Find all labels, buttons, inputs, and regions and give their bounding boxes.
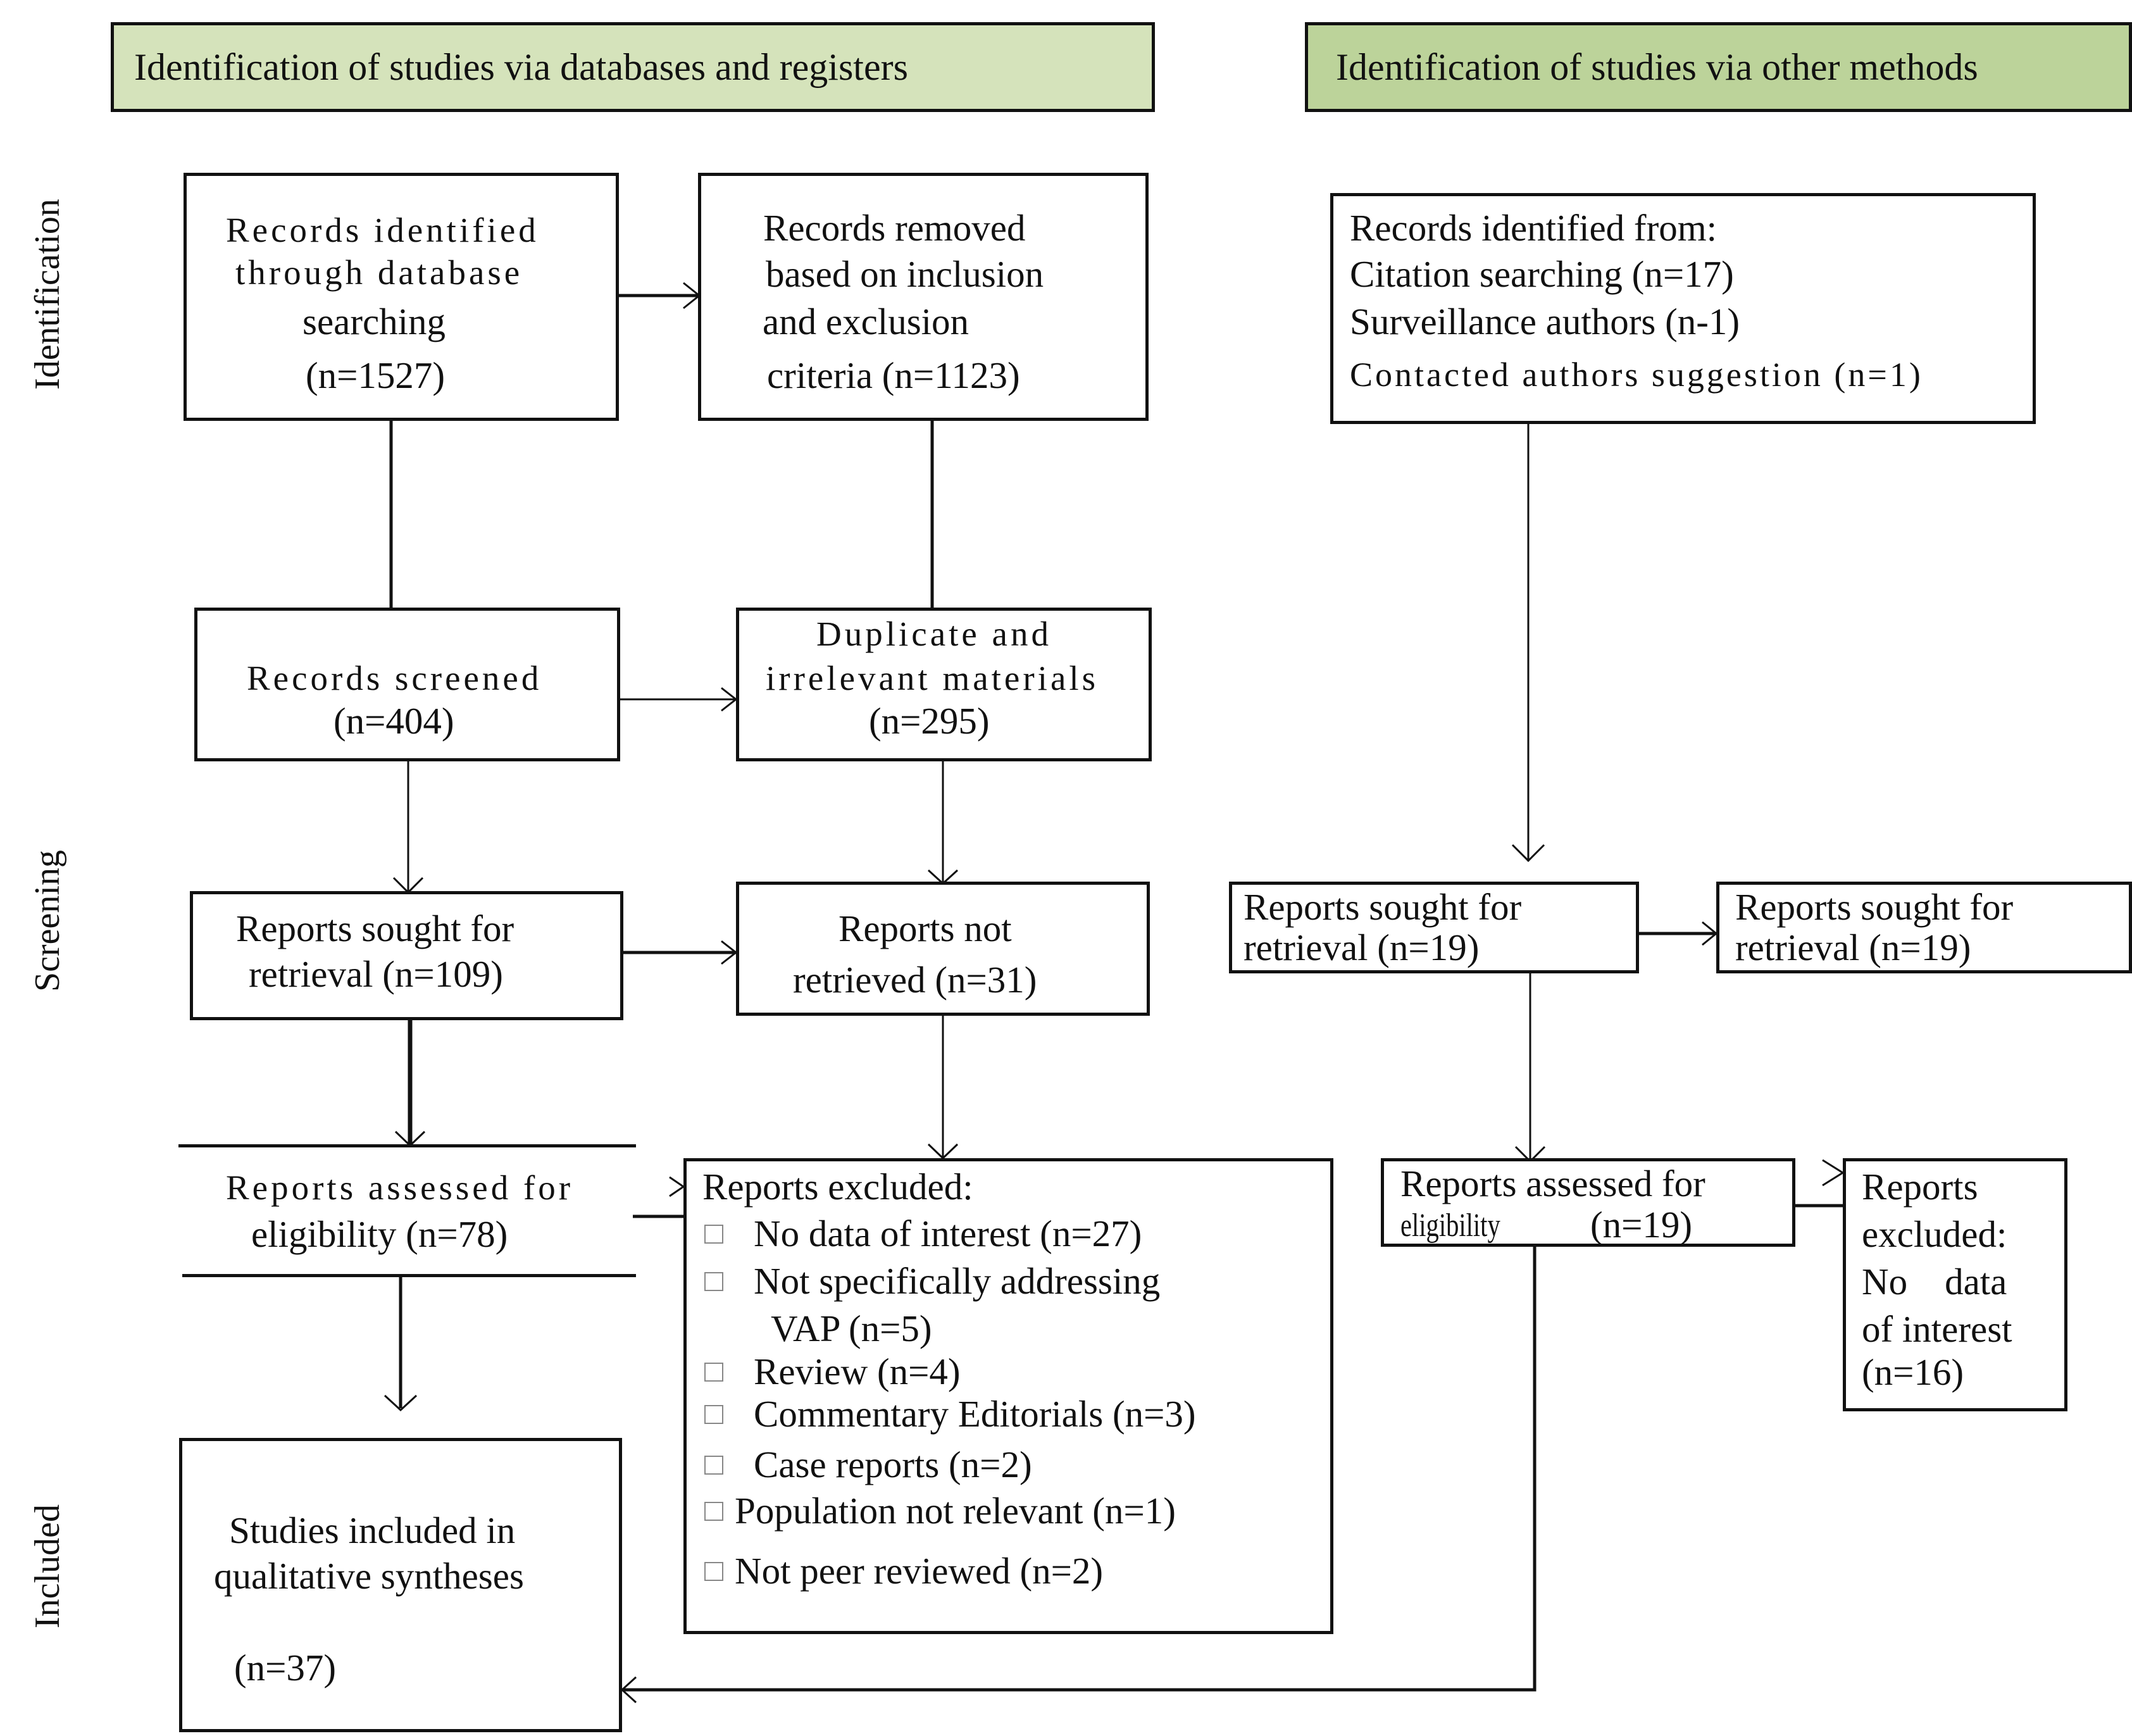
sought-line2: retrieval (n=109)	[249, 953, 503, 995]
box-studies-included	[179, 1438, 622, 1732]
db-identified-count: (n=1527)	[306, 354, 446, 396]
header-other-methods: Identification of studies via other meth…	[1305, 22, 2132, 112]
assessed-top-rule	[178, 1144, 636, 1147]
db-removed-line3: and exclusion	[763, 301, 969, 342]
excluded-item: Not peer reviewed (n=2)	[704, 1549, 1103, 1593]
checkbox-icon	[704, 1561, 723, 1581]
checkbox-icon	[704, 1501, 723, 1521]
screened-count: (n=404)	[334, 700, 454, 742]
other-identified-line1: Records identified from:	[1350, 207, 1717, 249]
screened-label: Records screened	[247, 659, 542, 697]
other-identified-line3: Surveillance authors (n-1)	[1350, 301, 1740, 342]
checkbox-icon	[704, 1271, 723, 1291]
box-records-identified-database	[184, 173, 619, 421]
other-identified-line2: Citation searching (n=17)	[1350, 253, 1734, 295]
other-excluded-line2: excluded:	[1862, 1213, 2007, 1255]
other-excluded-line4: of interest	[1862, 1308, 2012, 1350]
not-retrieved-line2: retrieved (n=31)	[793, 959, 1037, 1001]
not-retrieved-line1: Reports not	[838, 908, 1012, 949]
checkbox-icon	[704, 1404, 723, 1424]
db-removed-line1: Records removed	[763, 207, 1026, 249]
db-removed-line2: based on inclusion	[766, 253, 1044, 295]
db-identified-line3: searching	[302, 301, 446, 342]
box-other-reports-sought	[1229, 882, 1639, 973]
header-other-label: Identification of studies via other meth…	[1336, 46, 1978, 88]
excluded-item: Review (n=4)	[704, 1350, 961, 1394]
other-sought-line2: retrieval (n=19)	[1244, 927, 1480, 968]
other-excluded-line5: (n=16)	[1862, 1351, 1964, 1393]
box-records-removed	[698, 173, 1149, 421]
excluded-item: Not specifically addressing	[704, 1259, 1160, 1303]
other-excluded-line3: No data	[1862, 1261, 2007, 1302]
sought-line1: Reports sought for	[236, 908, 514, 949]
box-reports-not-retrieved	[736, 882, 1150, 1016]
duplicate-line2: irrelevant materials	[766, 659, 1099, 697]
checkbox-icon	[704, 1455, 723, 1475]
excluded-item: Population not relevant (n=1)	[704, 1489, 1176, 1533]
other-assessed-line2b: (n=19)	[1590, 1204, 1693, 1246]
assessed-line1: Reports assessed for	[226, 1168, 574, 1207]
box-records-screened	[194, 608, 620, 761]
checkbox-icon	[704, 1362, 723, 1382]
header-databases-label: Identification of studies via databases …	[134, 46, 908, 88]
box-duplicate-materials	[736, 608, 1152, 761]
assessed-bottom-rule	[182, 1274, 636, 1277]
other-identified-line4: Contacted authors suggestion (n=1)	[1350, 356, 1923, 394]
included-count: (n=37)	[234, 1647, 337, 1689]
excluded-title: Reports excluded:	[702, 1166, 973, 1208]
box-other-reports-assessed	[1381, 1158, 1795, 1247]
checkbox-icon	[704, 1224, 723, 1244]
box-other-reports-sought-right	[1716, 882, 2132, 973]
excluded-item-continued: VAP (n=5)	[771, 1308, 932, 1349]
other-sought-line1: Reports sought for	[1244, 886, 1522, 928]
db-identified-line1: Records identified	[226, 211, 539, 249]
excluded-item: Commentary Editorials (n=3)	[704, 1392, 1196, 1436]
box-reports-sought	[190, 891, 623, 1020]
other-assessed-line1: Reports assessed for	[1400, 1163, 1705, 1204]
other-excluded-line1: Reports	[1862, 1166, 1978, 1208]
included-line1: Studies included in	[229, 1509, 516, 1551]
db-identified-line2: through database	[235, 253, 523, 292]
other-sought-right-line1: Reports sought for	[1735, 886, 2014, 928]
box-reports-excluded	[683, 1158, 1333, 1634]
duplicate-count: (n=295)	[869, 700, 990, 742]
db-removed-line4: criteria (n=1123)	[767, 354, 1020, 396]
header-databases: Identification of studies via databases …	[111, 22, 1155, 112]
included-line2: qualitative syntheses	[214, 1555, 524, 1597]
excluded-item: Case reports (n=2)	[704, 1443, 1032, 1487]
duplicate-line1: Duplicate and	[816, 615, 1052, 653]
other-assessed-line2a: eligibility	[1400, 1208, 1500, 1244]
box-other-reports-excluded	[1843, 1158, 2067, 1411]
box-records-identified-other	[1330, 193, 2036, 424]
assessed-line2: eligibility (n=78)	[251, 1213, 508, 1255]
excluded-item: No data of interest (n=27)	[704, 1212, 1142, 1256]
other-sought-right-line2: retrieval (n=19)	[1735, 927, 1971, 968]
